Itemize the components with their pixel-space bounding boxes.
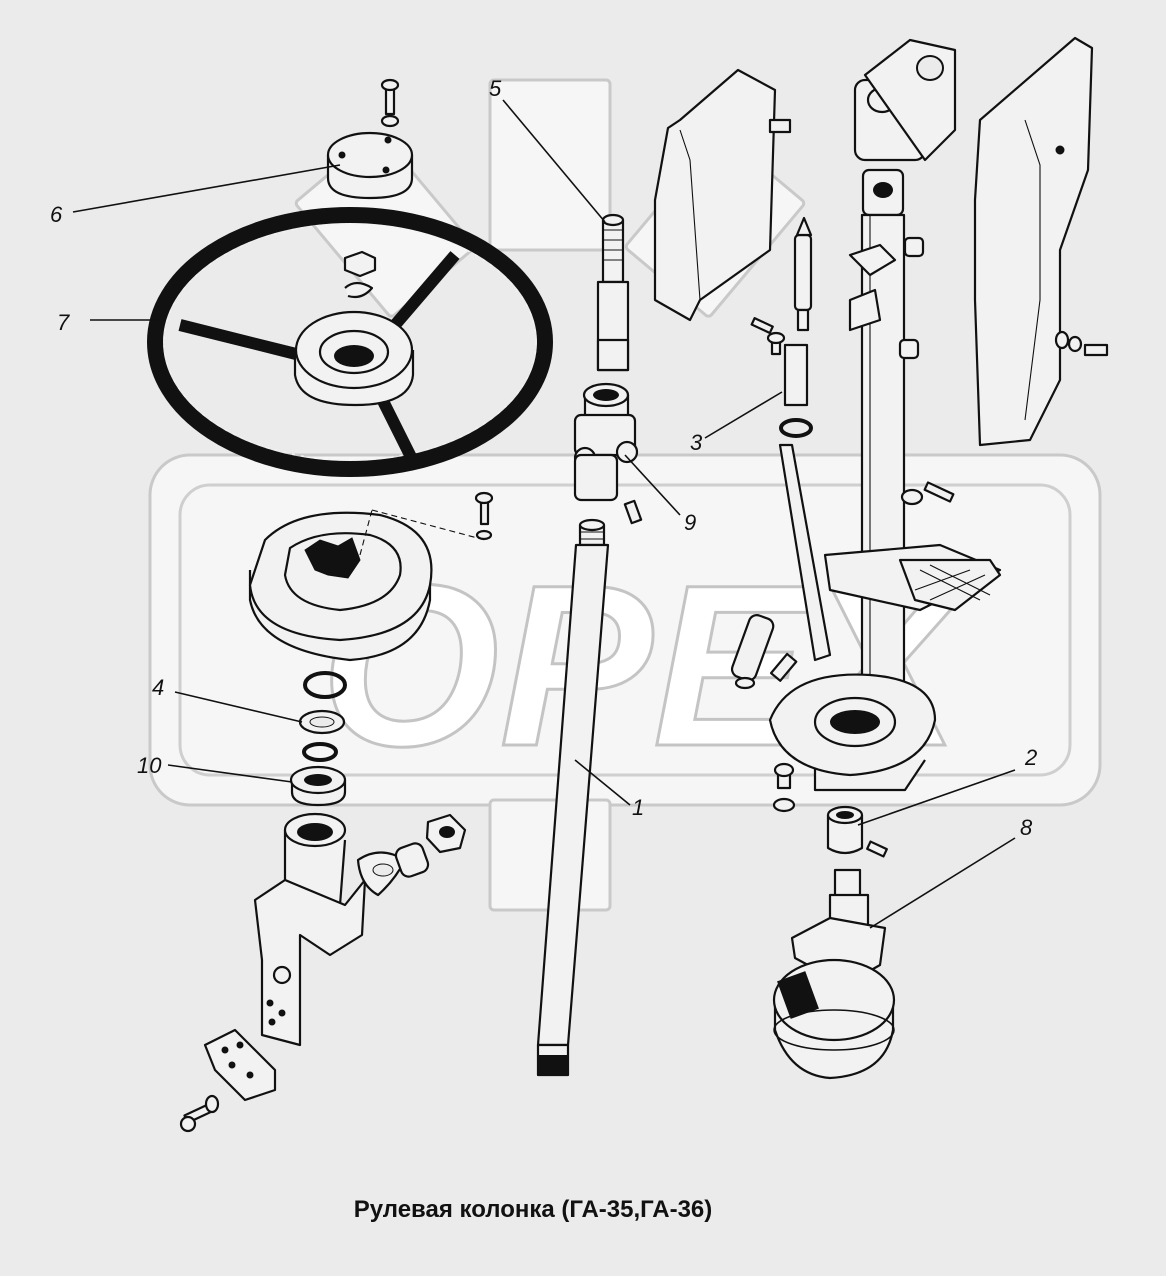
- spring-rod-part-3: [750, 216, 832, 662]
- callout-8: 8: [1020, 815, 1033, 840]
- callout-labels: 1 2 3 4 5 6 7 8 9 10: [50, 76, 1037, 840]
- steering-gear-part-8: [772, 868, 896, 1080]
- steering-cap-part-6: [326, 78, 414, 200]
- column-cover-housing: [248, 491, 494, 662]
- upper-shaft-part-5: [596, 213, 630, 372]
- callout-4: 4: [152, 675, 164, 700]
- lower-column-bracket: [179, 812, 367, 1133]
- nut-spring-group: [356, 813, 467, 897]
- callout-10: 10: [137, 753, 162, 778]
- tilt-pedal: [730, 481, 1002, 690]
- callout-3: 3: [690, 430, 703, 455]
- callout-9: 9: [684, 510, 696, 535]
- steering-shaft-part-1: [536, 518, 610, 1077]
- coupling-sleeve-part-2: [826, 805, 888, 858]
- column-flange-plate: [768, 673, 937, 813]
- leader-lines: [72, 99, 1016, 929]
- callout-7: 7: [57, 310, 70, 335]
- callout-1: 1: [632, 795, 644, 820]
- callout-5: 5: [489, 76, 502, 101]
- bearing-stack: [289, 671, 347, 807]
- steering-column-tube: [848, 38, 957, 717]
- steering-wheel-part-7: [147, 207, 553, 477]
- callout-2: 2: [1024, 745, 1037, 770]
- universal-joint-part-9: [573, 382, 643, 525]
- left-shroud-panel: [653, 68, 792, 322]
- callout-6: 6: [50, 202, 63, 227]
- right-shroud-panel: [973, 36, 1109, 447]
- diagram-caption: Рулевая колонка (ГА-35,ГА-36): [354, 1196, 713, 1223]
